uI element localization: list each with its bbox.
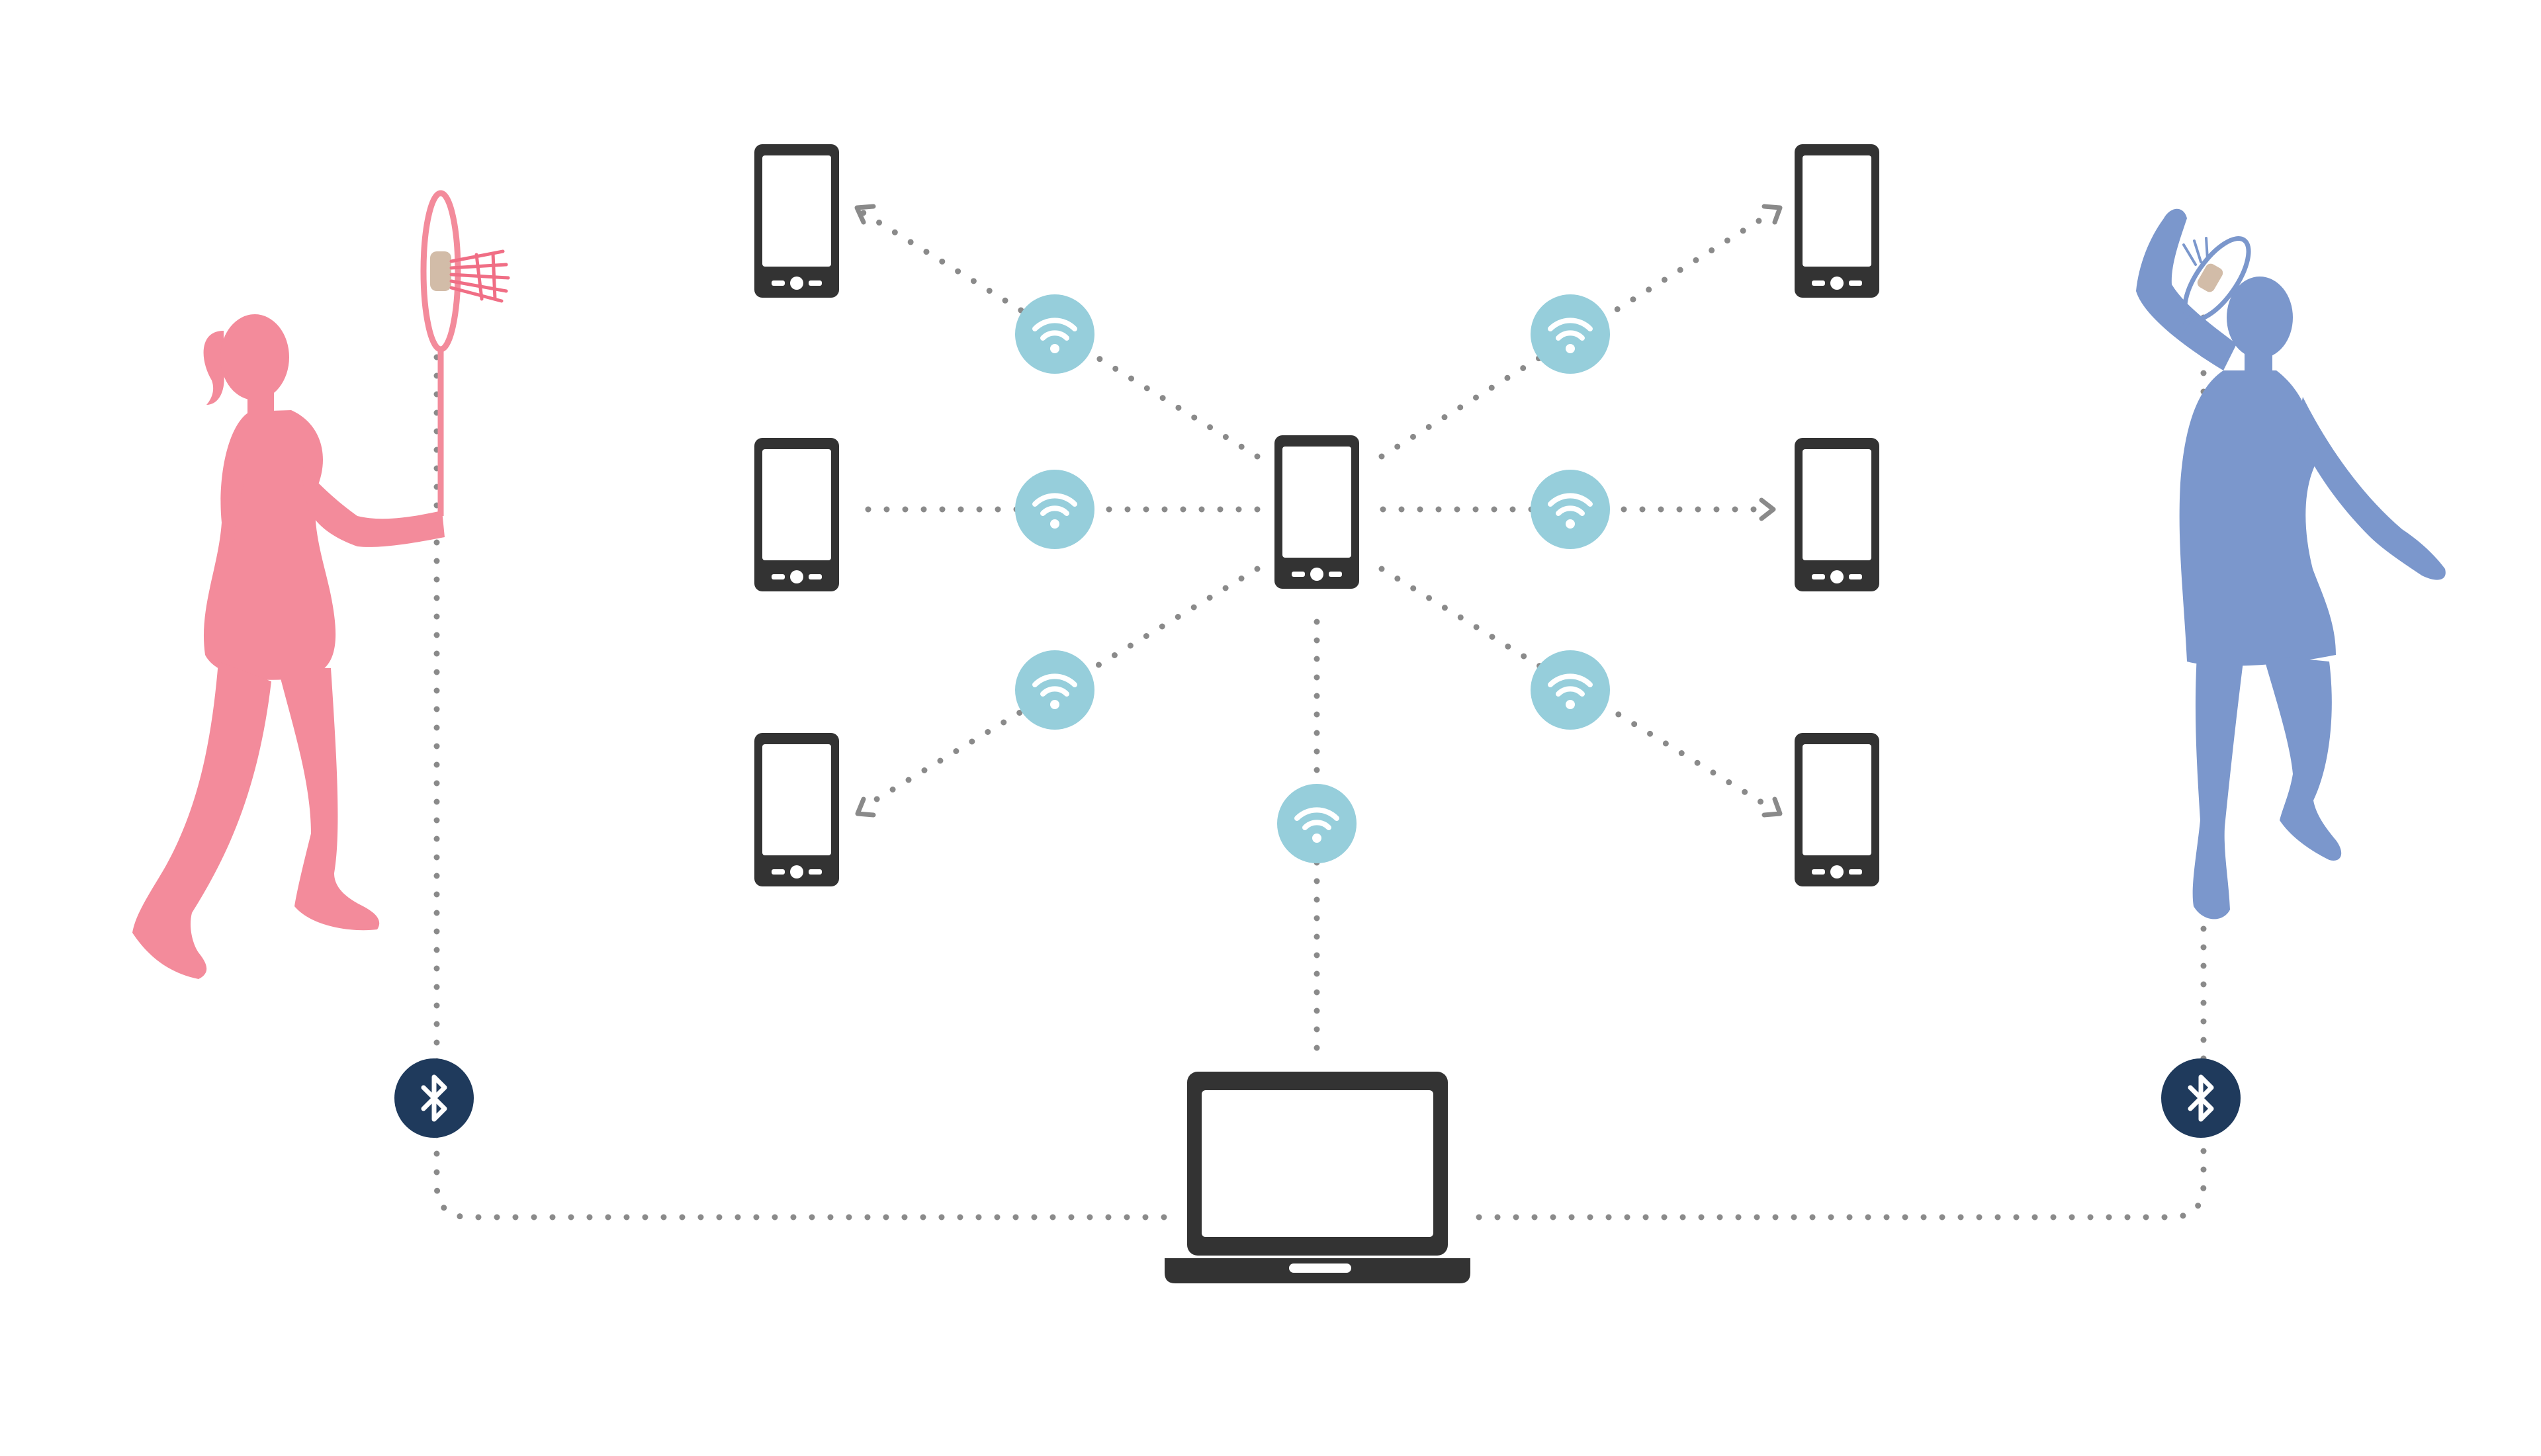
arrowhead-middle-right — [1759, 497, 1776, 521]
male-badminton-player-silhouette — [2136, 208, 2446, 920]
connector-center-to-bottom-right — [1378, 566, 1775, 812]
arrowhead-bottom-left — [855, 796, 876, 818]
smartphone-icon — [754, 438, 839, 591]
wifi-icon — [1531, 650, 1610, 730]
wifi-icon — [1015, 650, 1094, 730]
connector-lines — [433, 208, 2207, 1220]
female-badminton-player-silhouette — [132, 190, 510, 979]
bluetooth-icon — [2161, 1058, 2241, 1138]
smartphone-icon — [754, 733, 839, 886]
bluetooth-icon — [394, 1058, 474, 1138]
wifi-icon — [1015, 470, 1094, 549]
wifi-icon — [1015, 294, 1094, 374]
racket-left — [420, 190, 510, 516]
racket-right — [2175, 236, 2251, 339]
shuttlecock-icon — [430, 249, 510, 303]
wifi-icon — [1531, 294, 1610, 374]
smartphone-icon — [754, 144, 839, 298]
smartphone-icon — [1795, 144, 1879, 298]
arrowhead-bottom-right — [1761, 796, 1783, 818]
connector-left-player-to-laptop — [433, 354, 1181, 1220]
smartphone-icon — [1274, 435, 1359, 589]
smartphone-icon — [1795, 733, 1879, 886]
arrowhead-top-right — [1761, 204, 1783, 225]
wifi-icon — [1277, 784, 1357, 863]
arrowhead-top-left — [854, 204, 876, 225]
smartphone-icon — [1795, 438, 1879, 591]
connector-center-to-top-right — [1378, 210, 1775, 460]
connector-right-player-to-laptop — [1466, 314, 2207, 1220]
wifi-icon — [1531, 470, 1610, 549]
connector-center-to-top-left — [858, 208, 1261, 460]
shuttlecock-icon — [2182, 237, 2223, 292]
laptop-icon — [1165, 1072, 1470, 1283]
